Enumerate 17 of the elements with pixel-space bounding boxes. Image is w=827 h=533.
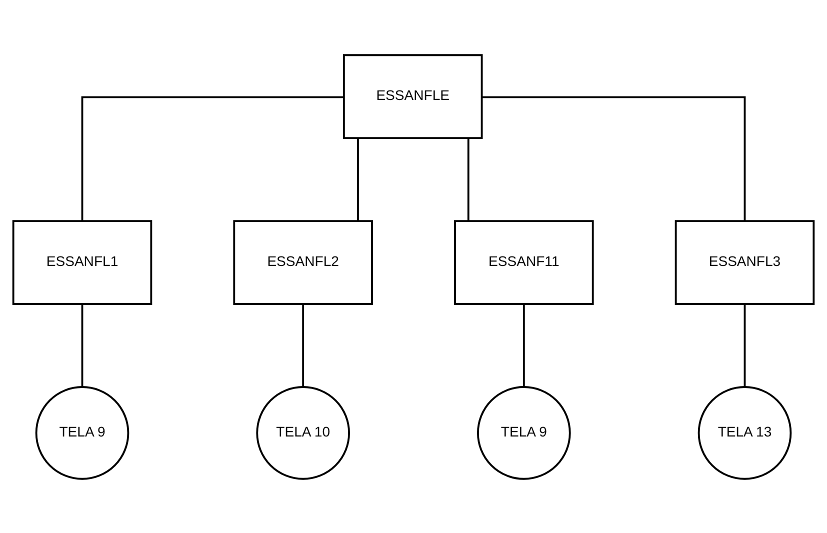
connector: [302, 304, 304, 386]
node-box: ESSANFL2: [233, 220, 373, 304]
node-circle: TELA 13: [698, 386, 792, 480]
connector: [81, 96, 344, 220]
node-box: ESSANFL3: [674, 220, 815, 304]
node-circle: TELA 9: [35, 386, 130, 480]
connector: [522, 304, 525, 386]
connector: [744, 304, 746, 386]
connector: [482, 96, 746, 220]
connector: [467, 138, 470, 220]
node-box: ESSANFLE: [342, 54, 483, 139]
connector: [81, 304, 84, 386]
node-box: ESSANFL1: [12, 220, 152, 304]
node-box: ESSANF11: [454, 220, 594, 304]
node-circle: TELA 10: [256, 386, 350, 480]
connector: [357, 138, 359, 220]
node-circle: TELA 9: [477, 386, 571, 480]
